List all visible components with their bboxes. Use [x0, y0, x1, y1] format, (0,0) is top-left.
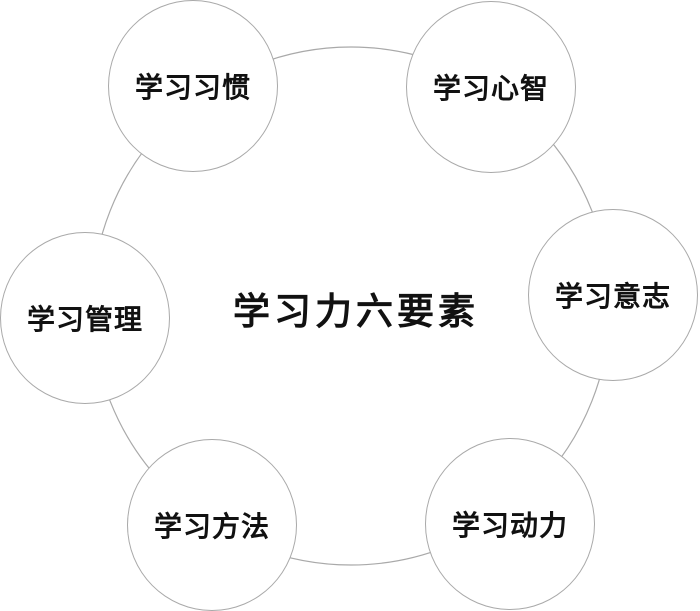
node-label: 学习管理 [26, 303, 143, 336]
node-label: 学习习惯 [134, 71, 251, 104]
node-learning-method: 学习方法 [127, 439, 297, 611]
node-learning-management: 学习管理 [0, 232, 170, 404]
node-label: 学习动力 [451, 509, 568, 542]
node-label: 学习心智 [432, 72, 549, 105]
node-learning-will: 学习意志 [528, 209, 698, 381]
node-learning-mind: 学习心智 [406, 1, 576, 173]
diagram-title: 学习力六要素 [233, 290, 479, 333]
node-label: 学习方法 [153, 510, 270, 543]
node-learning-habit: 学习习惯 [108, 0, 278, 172]
node-label: 学习意志 [554, 280, 671, 313]
node-learning-motivation: 学习动力 [425, 438, 595, 610]
